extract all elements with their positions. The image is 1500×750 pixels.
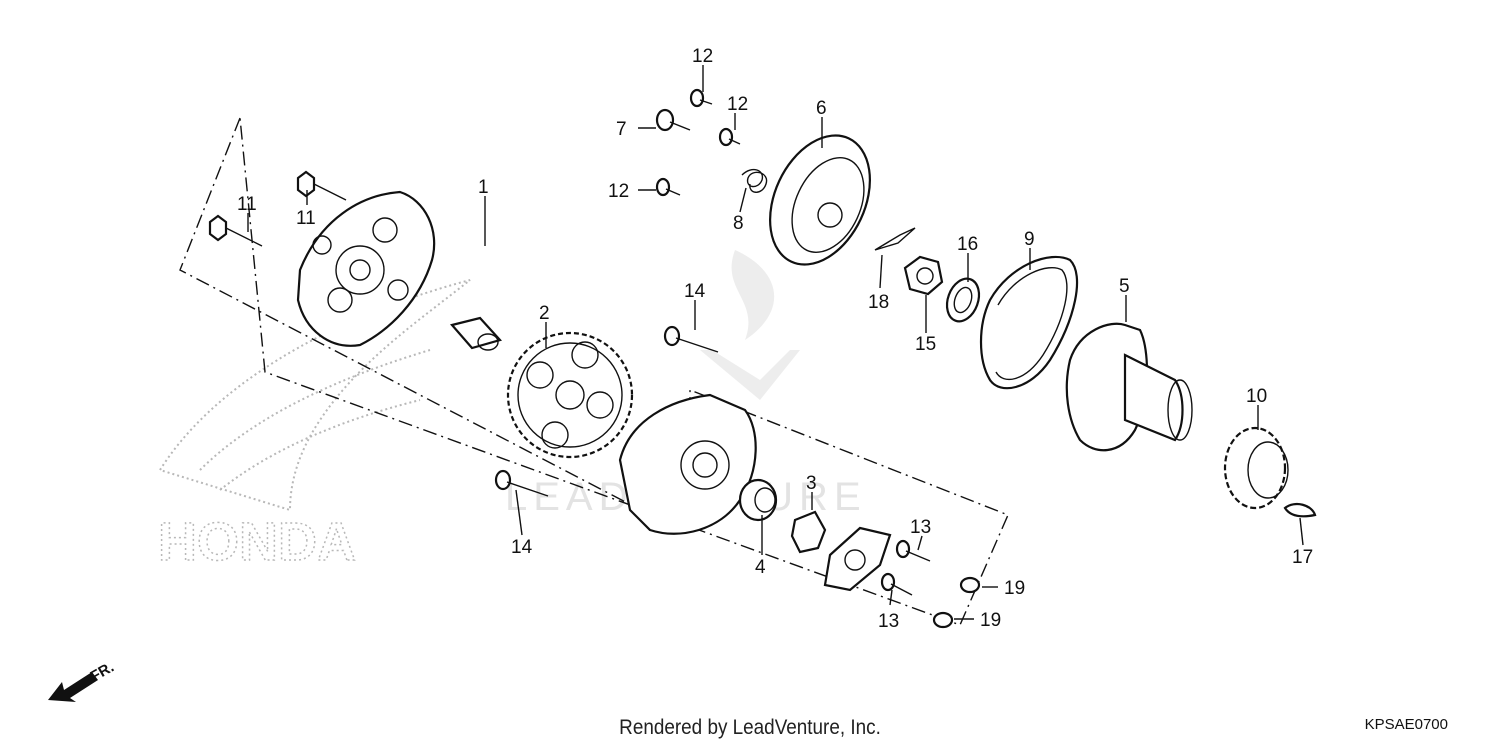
honda-wing-logo-watermark: HONDA (157, 279, 471, 573)
callout-5: 5 (1119, 276, 1130, 297)
callout-3: 3 (806, 473, 817, 494)
front-direction-indicator: FR. (48, 659, 117, 702)
part-12-screw-lower (655, 177, 681, 197)
part-2-driven-gear (506, 331, 634, 459)
part-9-gasket (979, 255, 1079, 390)
callout-labels: 1 2 3 4 5 6 7 8 9 10 11 11 12 12 12 13 1… (237, 46, 1313, 632)
callout-16: 16 (957, 234, 978, 255)
honda-logo-text: HONDA (158, 512, 356, 572)
dowel-pin (449, 316, 503, 351)
arrow-down-left-icon (48, 672, 98, 702)
callout-4: 4 (755, 557, 766, 578)
callout-6: 6 (816, 98, 827, 119)
callout-14-lower: 14 (511, 537, 533, 558)
callout-13-upper: 13 (910, 517, 931, 538)
part-16-washer (945, 277, 981, 323)
callout-1: 1 (478, 177, 489, 198)
callout-12-lower: 12 (608, 181, 629, 202)
callout-15: 15 (915, 334, 936, 355)
part-11-bolt-left (208, 214, 263, 247)
part-10-pinion-gear (1223, 426, 1289, 510)
part-17-woodruff-key (1283, 502, 1317, 518)
part-13-screw-lower (880, 572, 913, 596)
callout-2: 2 (539, 303, 550, 324)
part-8-spring (741, 168, 768, 193)
part-6-starter-clutch-outer (769, 134, 871, 266)
callout-8: 8 (733, 213, 744, 234)
callout-19-upper: 19 (1004, 578, 1025, 599)
callout-11-left: 11 (237, 194, 257, 215)
callout-17: 17 (1292, 547, 1313, 568)
part-12-screw-middle (718, 127, 741, 147)
pump-body (618, 393, 757, 535)
part-15-lock-nut (903, 255, 944, 296)
part-19-o-ring-upper (959, 576, 981, 594)
part-11-bolt-right (296, 170, 347, 201)
part-13-screw-upper (895, 539, 931, 562)
callout-18: 18 (868, 292, 889, 313)
callout-14-upper: 14 (684, 281, 706, 302)
part-1-pump-cover (296, 190, 436, 347)
callout-12-middle: 12 (727, 94, 748, 115)
callout-19-lower: 19 (980, 610, 1001, 631)
part-3-rotor (790, 510, 827, 554)
callout-10: 10 (1246, 386, 1267, 407)
callout-11-right: 11 (296, 208, 316, 229)
part-14-bolt-lower (494, 469, 549, 497)
pump-plate (823, 526, 892, 592)
callout-9: 9 (1024, 229, 1035, 250)
diagram-code: KPSAE0700 (1364, 716, 1448, 733)
part-12-screw-top (689, 88, 713, 108)
callout-12-top: 12 (692, 46, 713, 67)
callout-13-lower: 13 (878, 611, 899, 632)
part-14-bolt-upper (663, 325, 719, 353)
part-18-clip (874, 227, 916, 251)
part-7-bolt (655, 108, 691, 132)
leader-lines (247, 65, 1304, 620)
rendered-by-footer: Rendered by LeadVenture, Inc. (619, 716, 881, 739)
part-4-inner-rotor (738, 478, 778, 522)
part-19-o-ring-lower (932, 611, 954, 629)
assembly-boundary (179, 117, 1009, 626)
part-5-starter-driven-gear (1065, 322, 1193, 452)
callout-7: 7 (616, 119, 627, 140)
